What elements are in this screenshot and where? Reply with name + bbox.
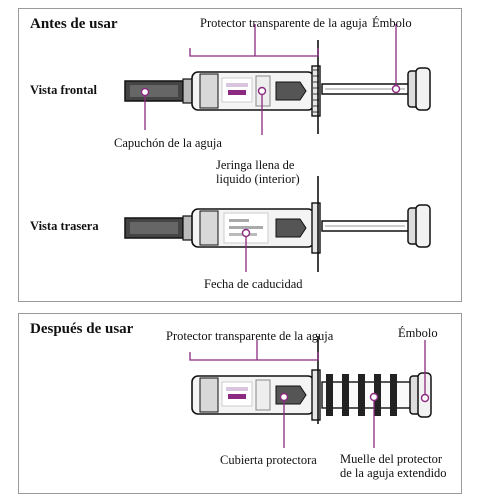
front-view-label: Vista frontal xyxy=(30,83,98,97)
syringe-filled-label-line2: liquido (interior) xyxy=(216,172,300,186)
protective-cover-label: Cubierta protectora xyxy=(220,453,317,467)
syringe-filled-label-line1: Jeringa llena de xyxy=(216,158,295,172)
callout-lines xyxy=(144,24,426,448)
back-view-label: Vista trasera xyxy=(30,219,99,233)
after-needle-guard-label: Protector transparente de la aguja xyxy=(166,329,334,343)
before-use-heading: Antes de usar xyxy=(30,16,118,32)
spring-label-line2: de la aguja extendido xyxy=(340,466,447,480)
callout-markers xyxy=(140,84,430,403)
expiry-date-label: Fecha de caducidad xyxy=(204,277,303,291)
plunger-label: Émbolo xyxy=(372,16,412,30)
back-view-syringe xyxy=(124,176,431,272)
before-use-panel xyxy=(18,8,462,302)
after-use-heading: Después de usar xyxy=(30,321,134,337)
front-view-syringe xyxy=(124,40,431,134)
after-plunger-label: Émbolo xyxy=(398,326,438,340)
spring-label-line1: Muelle del protector xyxy=(340,452,443,466)
needle-guard-label: Protector transparente de la aguja xyxy=(200,16,368,30)
after-use-syringe xyxy=(191,336,432,424)
needle-cap-label: Capuchón de la aguja xyxy=(114,136,222,150)
